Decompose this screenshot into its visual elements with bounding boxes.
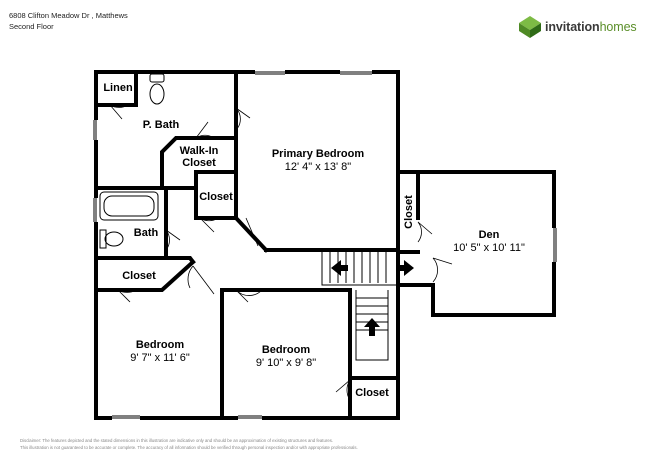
room-label-walkin-closet: Closet: [182, 157, 216, 169]
room-label-closet-d: Closet: [355, 387, 389, 399]
room-dim-den: 10' 5" x 10' 11": [453, 242, 525, 254]
brand-name: invitationhomes: [545, 20, 637, 34]
stairs: [321, 250, 398, 361]
room-label-closet-a: Closet: [199, 191, 233, 203]
toilet-bowl-icon: [149, 83, 165, 105]
fixtures: [99, 73, 165, 249]
room-label-closet-b: Closet: [403, 195, 415, 229]
door-swings: [109, 104, 453, 401]
arrow-left-icon: [331, 260, 348, 276]
brand-logo: invitationhomes: [519, 16, 637, 38]
arrow-up-icon: [364, 318, 380, 336]
bathtub-icon: [99, 191, 159, 221]
room-label-den: Den: [479, 229, 500, 241]
room-dim-bedroom-2: 9' 10" x 9' 8": [256, 357, 316, 369]
room-label-closet-c: Closet: [122, 270, 156, 282]
stair-arrows: [331, 260, 414, 336]
invitation-homes-logo-icon: [519, 16, 541, 38]
room-dim-primary-bedroom: 12' 4" x 13' 8": [285, 161, 352, 173]
disclaimer-line-2: This illustration is not guaranteed to b…: [20, 445, 358, 450]
toilet-tank-icon: [149, 73, 165, 83]
floor-label: Second Floor: [9, 22, 54, 31]
room-label-linen: Linen: [103, 82, 133, 94]
toilet-tank-icon: [99, 229, 107, 249]
room-label-walkin: Walk-In: [180, 145, 219, 157]
toilet-bowl-icon: [104, 231, 124, 247]
address-text: 6808 Clifton Meadow Dr , Matthews: [9, 11, 128, 20]
room-label-bedroom-2: Bedroom: [262, 344, 311, 356]
room-label-bath: Bath: [134, 227, 159, 239]
disclaimer-line-1: Disclaimer: The features depicted and th…: [20, 438, 334, 443]
room-label-bedroom-1: Bedroom: [136, 339, 185, 351]
arrow-right-icon: [397, 260, 414, 276]
room-label-primary-bedroom: Primary Bedroom: [272, 148, 365, 160]
room-label-pbath: P. Bath: [143, 119, 180, 131]
room-dim-bedroom-1: 9' 7" x 11' 6": [130, 352, 190, 364]
windows: [93, 71, 557, 419]
